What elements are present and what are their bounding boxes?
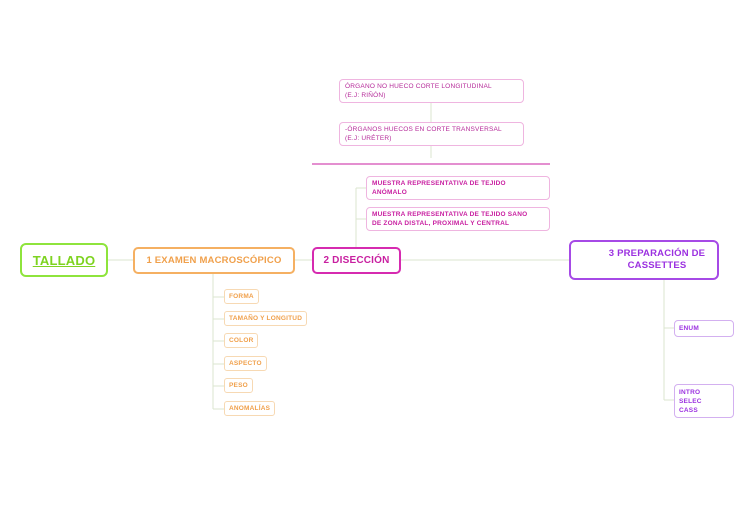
leaf-enum-label: ENUM bbox=[679, 325, 699, 332]
leaf-organos-huecos-line2: (E.J: URÉTER) bbox=[345, 135, 392, 142]
leaf-color[interactable]: COLOR bbox=[224, 333, 259, 348]
leaf-intro-line2: SELEC bbox=[679, 397, 702, 405]
leaf-aspecto[interactable]: ASPECTO bbox=[224, 356, 267, 371]
leaf-muestra-sano[interactable]: MUESTRA REPRESENTATIVA DE TEJIDO SANO DE… bbox=[366, 207, 550, 231]
branch-3-label-line2: CASSETTES bbox=[627, 260, 687, 271]
root-node-tallado[interactable]: TALLADO bbox=[20, 243, 108, 277]
leaf-forma[interactable]: FORMA bbox=[224, 289, 259, 304]
leaf-tamano-longitud[interactable]: TAMAÑO Y LONGITUD bbox=[224, 311, 308, 326]
leaf-organo-no-hueco-line1: ÓRGANO NO HUECO CORTE LONGITUDINAL bbox=[345, 83, 492, 90]
leaf-organos-huecos[interactable]: -ÓRGANOS HUECOS EN CORTE TRANSVERSAL (E.… bbox=[339, 122, 524, 146]
leaf-muestra-anomalo-line1: MUESTRA REPRESENTATIVA DE TEJIDO bbox=[372, 180, 506, 187]
branch-3-label-line1: 3 PREPARACIÓN DE bbox=[608, 248, 706, 259]
branch-1-node[interactable]: 1 EXAMEN MACROSCÓPICO bbox=[133, 247, 295, 274]
leaf-anomalias-label: ANOMALÍAS bbox=[229, 405, 271, 412]
leaf-organos-huecos-line1: -ÓRGANOS HUECOS EN CORTE TRANSVERSAL bbox=[345, 126, 502, 133]
leaf-organo-no-hueco[interactable]: ÓRGANO NO HUECO CORTE LONGITUDINAL (E.J:… bbox=[339, 79, 524, 103]
leaf-muestra-sano-line2: DE ZONA DISTAL, PROXIMAL Y CENTRAL bbox=[372, 220, 510, 227]
leaf-intro-line1: INTRO bbox=[679, 388, 701, 396]
leaf-peso[interactable]: PESO bbox=[224, 378, 253, 393]
leaf-aspecto-label: ASPECTO bbox=[229, 360, 262, 367]
branch-2-label: 2 DISECCIÓN bbox=[323, 255, 390, 266]
leaf-muestra-anomalo[interactable]: MUESTRA REPRESENTATIVA DE TEJIDO ANÓMALO bbox=[366, 176, 550, 200]
leaf-muestra-sano-line1: MUESTRA REPRESENTATIVA DE TEJIDO SANO bbox=[372, 211, 528, 218]
branch-1-label: 1 EXAMEN MACROSCÓPICO bbox=[146, 255, 282, 266]
leaf-enum[interactable]: ENUM bbox=[674, 320, 734, 337]
leaf-intro-line3: CASS bbox=[679, 406, 698, 414]
leaf-intro[interactable]: INTRO SELEC CASS bbox=[674, 384, 734, 418]
leaf-muestra-anomalo-line2: ANÓMALO bbox=[372, 189, 407, 196]
branch-3-node[interactable]: 3 PREPARACIÓN DE CASSETTES bbox=[569, 240, 719, 280]
leaf-organo-no-hueco-line2: (E.J: RIÑÓN) bbox=[345, 92, 386, 99]
branch-2-node[interactable]: 2 DISECCIÓN bbox=[312, 247, 401, 274]
leaf-anomalias[interactable]: ANOMALÍAS bbox=[224, 401, 276, 416]
root-label: TALLADO bbox=[32, 252, 96, 268]
leaf-color-label: COLOR bbox=[229, 337, 254, 344]
mind-map-canvas: TALLADO 1 EXAMEN MACROSCÓPICO 2 DISECCIÓ… bbox=[20, 79, 734, 418]
leaf-peso-label: PESO bbox=[229, 382, 248, 389]
leaf-tamano-longitud-label: TAMAÑO Y LONGITUD bbox=[229, 315, 303, 322]
leaf-forma-label: FORMA bbox=[229, 293, 254, 300]
